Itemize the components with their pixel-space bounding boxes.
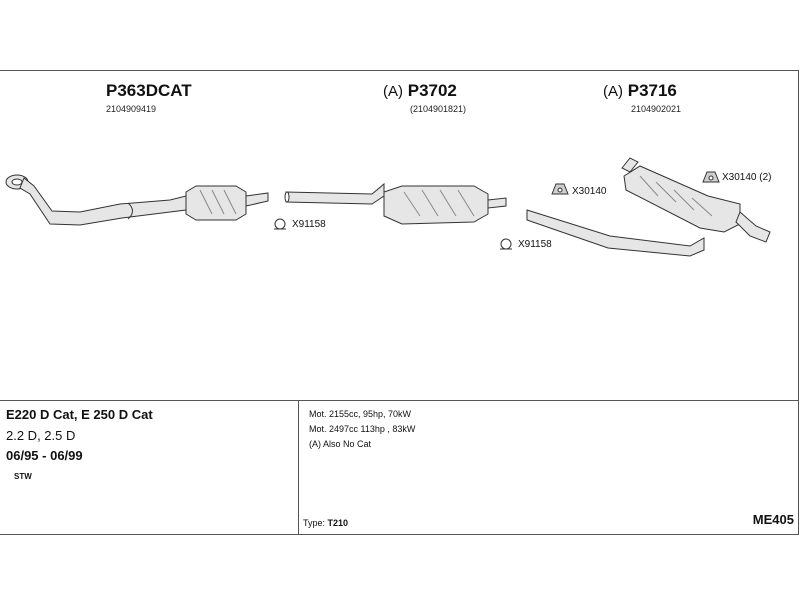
note-engine-2: Mot. 2497cc 113hp , 83kW xyxy=(309,424,416,434)
part-code-3-prefix: (A) xyxy=(603,83,623,100)
vehicle-type: Type: T210 xyxy=(303,518,348,528)
rubber-hanger-icon xyxy=(551,183,569,195)
middle-inlet-end xyxy=(284,191,290,203)
front-pipe-body xyxy=(19,177,187,226)
middle-silencer xyxy=(284,182,507,225)
hanger-callout-2: X30140 (2) xyxy=(722,172,772,183)
front-pipe-with-catalyst xyxy=(5,174,269,226)
part-code-3-text: P3716 xyxy=(627,81,677,100)
note-engine-1: Mot. 2155cc, 95hp, 70kW xyxy=(309,409,412,419)
front-flange-hole xyxy=(11,178,23,186)
vehicle-body: STW xyxy=(14,472,32,481)
rear-tailpipe xyxy=(735,211,771,243)
vehicle-type-label: Type: xyxy=(303,518,326,528)
part-code-2-text: P3702 xyxy=(407,81,457,100)
diagram-code: ME405 xyxy=(752,512,794,527)
rear-hanger-bracket xyxy=(621,157,639,173)
vehicle-engine: 2.2 D, 2.5 D xyxy=(6,428,76,443)
part-code-3: (A) P3716 xyxy=(603,81,677,101)
hanger-callout-1: X30140 xyxy=(572,186,607,197)
info-divider xyxy=(0,400,799,401)
front-pipe-joint xyxy=(127,202,133,220)
part-number-1: 2104909419 xyxy=(106,104,157,114)
clamp-icon xyxy=(500,238,512,250)
part-number-3: 2104902021 xyxy=(631,104,682,114)
catalyst-shading xyxy=(199,189,237,215)
info-column-divider xyxy=(298,400,299,535)
part-code-2-prefix: (A) xyxy=(383,83,403,100)
middle-silencer-shading xyxy=(403,189,475,217)
rear-inlet-pipe xyxy=(526,209,705,257)
vehicle-years: 06/95 - 06/99 xyxy=(6,448,83,463)
clamp-callout-2: X91158 xyxy=(518,239,552,250)
catalyst-outlet-pipe xyxy=(245,192,269,207)
vehicle-model: E220 D Cat, E 250 D Cat xyxy=(6,407,153,422)
rear-silencer-shading xyxy=(639,175,713,217)
catalytic-converter xyxy=(185,185,247,221)
vehicle-type-value: T210 xyxy=(327,518,349,528)
middle-outlet-pipe xyxy=(487,197,507,209)
part-code-1: P363DCAT xyxy=(106,81,192,101)
clamp-callout-1: X91158 xyxy=(292,219,326,230)
diagram-frame xyxy=(0,70,799,535)
part-code-1-text: P363DCAT xyxy=(106,81,192,100)
note-also-no-cat: (A) Also No Cat xyxy=(309,439,372,449)
clamp-icon xyxy=(274,218,286,230)
middle-inlet-pipe xyxy=(285,182,385,205)
rubber-hanger-icon xyxy=(702,171,720,183)
rear-silencer xyxy=(526,157,771,257)
middle-silencer-box xyxy=(383,185,489,225)
part-number-2: (2104901821) xyxy=(410,104,467,114)
part-code-2: (A) P3702 xyxy=(383,81,457,101)
